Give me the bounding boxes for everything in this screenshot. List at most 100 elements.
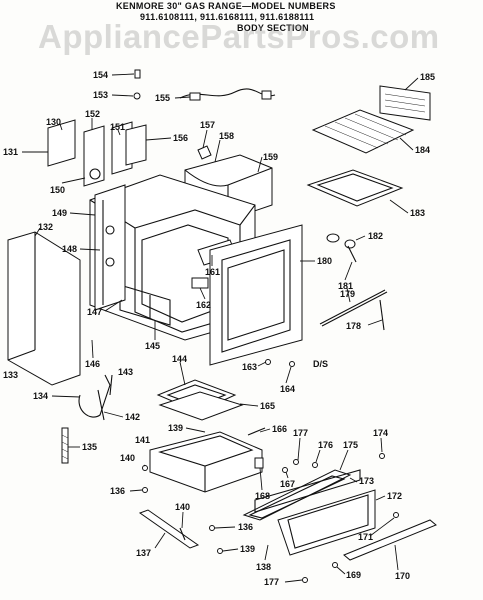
callout-155: 155 xyxy=(155,93,170,103)
callout-140a: 140 xyxy=(120,453,135,463)
watermark: AppliancePartsPros.com xyxy=(38,18,440,55)
part-screw-153 xyxy=(133,92,141,100)
part-hinge-142 xyxy=(97,389,105,421)
callout-130: 130 xyxy=(46,117,61,127)
callout-142: 142 xyxy=(125,412,140,422)
part-bracket-152 xyxy=(83,125,105,187)
callout-149: 149 xyxy=(52,208,67,218)
part-side-panel-133 xyxy=(7,231,81,386)
part-clip-140b xyxy=(179,527,186,541)
part-screw-174 xyxy=(379,453,385,459)
callout-159: 159 xyxy=(263,152,278,162)
callout-169: 169 xyxy=(346,570,361,580)
part-clip-143 xyxy=(109,374,113,396)
part-bracket-130 xyxy=(47,119,76,167)
callout-181: 181 xyxy=(338,281,353,291)
callout-168: 168 xyxy=(255,491,270,501)
callout-143: 143 xyxy=(118,367,133,377)
header-title: KENMORE 30" GAS RANGE—MODEL NUMBERS xyxy=(116,1,336,11)
part-kick-plate-170 xyxy=(343,519,437,561)
callout-183: 183 xyxy=(410,208,425,218)
callout-139a: 139 xyxy=(168,423,183,433)
callout-175: 175 xyxy=(343,440,358,450)
callout-140b: 140 xyxy=(175,502,190,512)
callout-134: 134 xyxy=(33,391,48,401)
part-screw-164 xyxy=(289,361,295,367)
callout-132: 132 xyxy=(38,222,53,232)
part-clip-171 xyxy=(393,512,399,518)
callout-139b: 139 xyxy=(240,544,255,554)
part-knob-182 xyxy=(326,233,356,249)
callout-146: 146 xyxy=(85,359,100,369)
callout-184: 184 xyxy=(415,145,430,155)
part-screw-167 xyxy=(282,467,288,473)
part-door-inner-172 xyxy=(277,489,376,556)
callout-178: 178 xyxy=(346,321,361,331)
callout-148: 148 xyxy=(62,244,77,254)
part-tray-165 xyxy=(158,391,244,421)
part-screw-163 xyxy=(265,359,271,365)
callout-171: 171 xyxy=(358,532,373,542)
callout-153: 153 xyxy=(93,90,108,100)
callout-161: 161 xyxy=(205,267,220,277)
callout-147: 147 xyxy=(87,307,102,317)
callout-135: 135 xyxy=(82,442,97,452)
part-hinge-134 xyxy=(78,374,111,418)
callout-156: 156 xyxy=(173,133,188,143)
part-igniter-181 xyxy=(347,245,357,263)
callout-180: 180 xyxy=(317,256,332,266)
callout-166: 166 xyxy=(272,424,287,434)
callout-150: 150 xyxy=(50,185,65,195)
part-rod-166 xyxy=(247,427,266,436)
part-washer-140a xyxy=(142,465,148,471)
part-cord-155 xyxy=(179,88,276,101)
callout-141: 141 xyxy=(135,435,150,445)
part-rod-178 xyxy=(379,299,385,331)
part-screw-176 xyxy=(312,462,318,468)
callout-185: 185 xyxy=(420,72,435,82)
part-screw-139b xyxy=(217,548,223,554)
leader-lines xyxy=(22,73,419,583)
part-burner-162 xyxy=(191,277,209,289)
callout-138: 138 xyxy=(256,562,271,572)
callout-177b: 177 xyxy=(264,577,279,587)
part-screw-136a xyxy=(142,487,148,493)
header-section: BODY SECTION xyxy=(237,23,309,33)
callout-136a: 136 xyxy=(110,486,125,496)
part-door-frame-173 xyxy=(254,469,361,513)
callout-151: 151 xyxy=(110,122,125,132)
callout-163: 163 xyxy=(242,362,257,372)
callout-133: 133 xyxy=(3,370,18,380)
callout-182: 182 xyxy=(368,231,383,241)
part-clip-157 xyxy=(197,145,212,160)
callout-179: 179 xyxy=(340,289,355,299)
part-screw-177b xyxy=(302,577,308,583)
part-screw-169 xyxy=(332,562,338,568)
callout-152: 152 xyxy=(85,109,100,119)
part-screw-136b xyxy=(209,525,215,531)
callout-164: 164 xyxy=(280,384,295,394)
callout-ds: D/S xyxy=(313,359,328,369)
callout-157: 157 xyxy=(200,120,215,130)
part-bracket-156 xyxy=(125,124,147,166)
part-slide-rail-137 xyxy=(138,509,200,549)
callout-labels: 154 153 155 185 130 152 151 157 156 158 … xyxy=(3,70,435,587)
callout-154: 154 xyxy=(93,70,108,80)
part-oven-rack-184 xyxy=(311,109,415,154)
callout-173: 173 xyxy=(359,476,374,486)
callout-137: 137 xyxy=(136,548,151,558)
part-bracket-168 xyxy=(254,457,264,469)
callout-176: 176 xyxy=(318,440,333,450)
part-rod-179 xyxy=(319,289,388,327)
callout-144: 144 xyxy=(172,354,187,364)
callout-158: 158 xyxy=(219,131,234,141)
callout-170: 170 xyxy=(395,571,410,581)
part-side-panel-149 xyxy=(94,184,126,311)
part-broiler-drawer-141 xyxy=(149,431,263,493)
part-screw-177a xyxy=(293,459,299,465)
callout-174: 174 xyxy=(373,428,388,438)
callout-145: 145 xyxy=(145,341,160,351)
part-screw-154 xyxy=(134,69,141,79)
